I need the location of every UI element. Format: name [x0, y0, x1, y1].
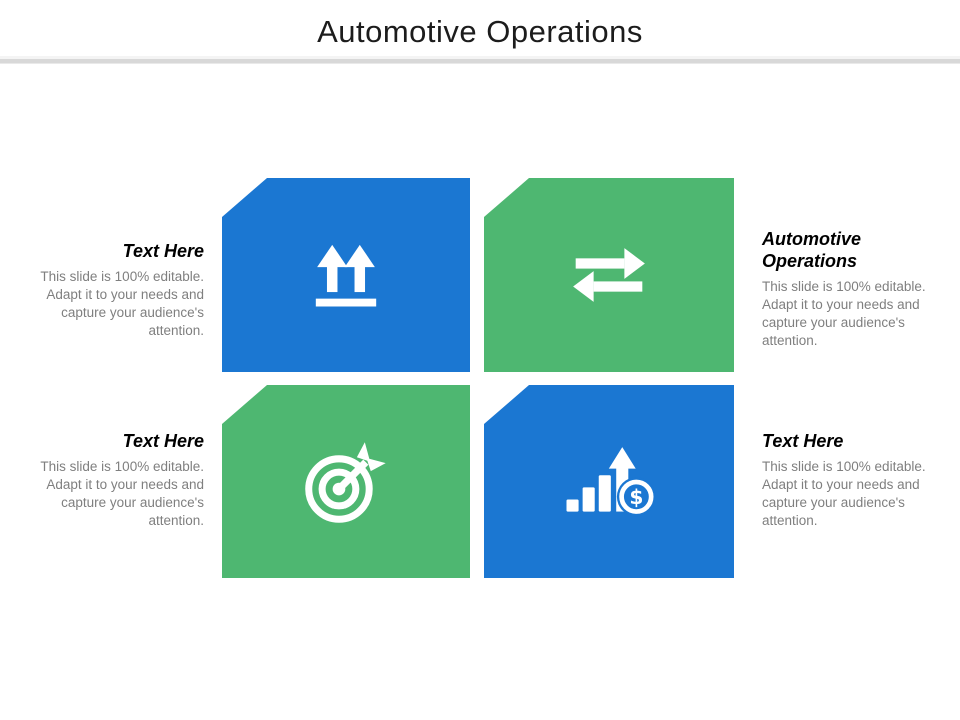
target-dart-icon: [305, 441, 386, 523]
text-block-heading: Text Here: [122, 431, 204, 451]
tile-top-right: [484, 178, 734, 372]
title-divider-line: [0, 56, 960, 64]
bar-chart-dollar-icon: $: [566, 446, 656, 516]
text-block-bottom-left: Text Here This slide is 100% editable. A…: [28, 430, 204, 530]
text-block-body: This slide is 100% editable. Adapt it to…: [762, 459, 926, 528]
dollar-symbol: $: [629, 485, 643, 509]
text-block-heading: Automotive Operations: [762, 229, 861, 271]
text-block-heading: Text Here: [762, 431, 844, 451]
tile-bottom-left: [222, 385, 470, 578]
tile-bottom-right: $: [484, 385, 734, 578]
text-block-heading: Text Here: [122, 241, 204, 261]
swap-arrows-icon: [573, 248, 645, 302]
text-block-body: This slide is 100% editable. Adapt it to…: [762, 279, 926, 348]
text-block-bottom-right: Text Here This slide is 100% editable. A…: [762, 430, 930, 530]
tile-top-left: [222, 178, 470, 372]
text-block-top-left: Text Here This slide is 100% editable. A…: [28, 240, 204, 340]
up-arrows-bar-icon: [315, 244, 377, 307]
text-block-top-right: Automotive Operations This slide is 100%…: [762, 228, 930, 350]
slide-title: Automotive Operations: [317, 14, 643, 49]
text-block-body: This slide is 100% editable. Adapt it to…: [40, 269, 204, 338]
text-block-body: This slide is 100% editable. Adapt it to…: [40, 459, 204, 528]
